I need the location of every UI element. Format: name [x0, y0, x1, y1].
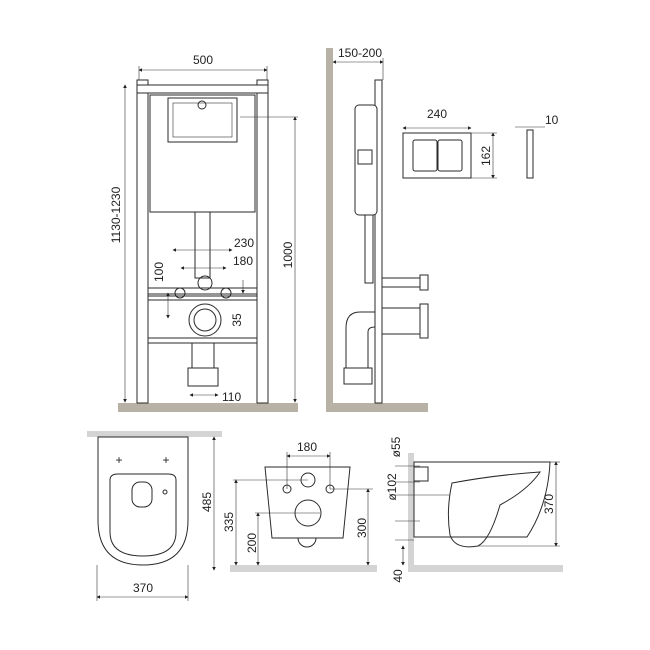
- inlet-connector: [197, 275, 213, 291]
- plate-thickness-label: 10: [545, 113, 559, 127]
- seat-lid: [109, 473, 177, 557]
- bowl-back-outline: [264, 466, 351, 539]
- bolt-right: [220, 287, 232, 299]
- bowl-side-view: ø55 ø102 370 40: [385, 436, 563, 583]
- frame-post-left: [136, 79, 149, 404]
- width-500-label: 500: [193, 53, 213, 67]
- floor: [408, 565, 563, 572]
- height-range-label: 1130-1230: [109, 186, 123, 243]
- bolt-spacing-label: 180: [297, 440, 317, 454]
- depth-label: 150-200: [338, 46, 382, 60]
- bolt-100-label: 100: [152, 262, 166, 282]
- drain-110-label: 110: [222, 390, 241, 404]
- bowl-length-label: 485: [200, 492, 214, 512]
- bowl-width-label: 370: [133, 581, 153, 595]
- height-1000-label: 1000: [281, 241, 295, 268]
- flush-plate-view: 240 162 10: [402, 107, 559, 179]
- drain-height-label: 200: [245, 533, 259, 553]
- bolt-180-label: 180: [233, 254, 253, 268]
- floor: [326, 403, 428, 412]
- drain-35-label: 35: [230, 313, 244, 327]
- floor-gap-label: 40: [391, 569, 405, 583]
- floor: [230, 565, 377, 572]
- drain-diameter-label: ø102: [385, 473, 399, 501]
- bowl-interior: [447, 471, 541, 548]
- bowl-top-view: + + 485 370: [87, 431, 222, 601]
- inlet-diameter-label: ø55: [389, 436, 403, 457]
- floor: [118, 403, 298, 412]
- bowl-back-view: 180 335 200 300: [222, 440, 377, 572]
- bolt-230-label: 230: [234, 236, 254, 250]
- flush-plate-side: [526, 129, 534, 179]
- frame-top-rail: [136, 84, 269, 94]
- drain-elbow: [345, 311, 376, 369]
- flush-button-large: [437, 139, 463, 172]
- fixing-mark-icon: +: [115, 453, 122, 467]
- bowl-height-label: 370: [542, 494, 556, 514]
- frame-front-view: 500 1130-1230 1000 230 180 100 35 110: [109, 53, 298, 412]
- wall: [87, 431, 222, 437]
- frame-post-right: [256, 79, 269, 404]
- fixing-mark-icon: +: [162, 453, 169, 467]
- wall: [326, 48, 333, 412]
- flush-pipe: [194, 211, 211, 279]
- bolt-height-label: 335: [222, 512, 236, 532]
- flush-opening: [167, 97, 238, 143]
- plate-width-label: 240: [427, 107, 447, 121]
- bolt-left: [174, 287, 186, 299]
- frame-side-view: 150-200: [326, 46, 429, 412]
- wall: [408, 453, 414, 572]
- flush-button-small: [412, 139, 438, 172]
- plate-height-label: 162: [479, 146, 493, 166]
- drain-pipe: [187, 367, 219, 387]
- inlet-height-label: 300: [355, 518, 369, 538]
- bowl-outline: [97, 436, 189, 566]
- drain-outlet: [188, 303, 222, 337]
